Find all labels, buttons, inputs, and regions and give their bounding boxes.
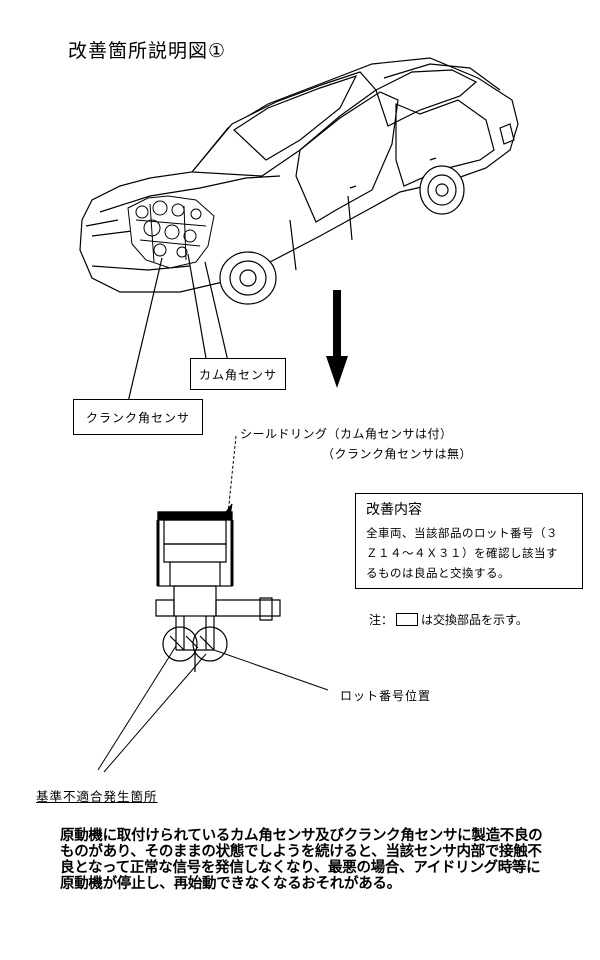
improvement-line: るものは良品と交換する。 <box>366 566 510 580</box>
improvement-line: 全車両、当該部品のロット番号（３ <box>366 526 558 540</box>
note-suffix: は交換部品を示す。 <box>421 613 528 627</box>
down-arrow-icon <box>326 290 348 388</box>
seal-ring-label: シールドリング（カム角センサは付） <box>240 427 453 441</box>
car-illustration <box>79 57 519 305</box>
page-title: 改善箇所説明図① <box>68 40 227 62</box>
sensor-leader-lines <box>127 253 231 403</box>
improvement-heading: 改善内容 <box>366 502 422 518</box>
defect-location-label: 基準不適合発生箇所 <box>36 789 158 804</box>
description-text: 原動機に取付けられているカム角センサ及びクランク角センサに製造不良のものがあり、… <box>60 828 543 892</box>
legend-note: 注： は交換部品を示す。 <box>369 611 528 628</box>
cam-sensor-label: カム角センサ <box>190 358 286 390</box>
seal-ring-note: （クランク角センサは無） <box>322 447 473 461</box>
replacement-part-legend-box <box>396 613 419 626</box>
improvement-line: Ｚ１４～４Ｘ３１）を確認し該当す <box>366 546 558 560</box>
crank-sensor-label: クランク角センサ <box>73 399 203 435</box>
engine-detail <box>127 195 215 269</box>
improvement-box: 改善内容 全車両、当該部品のロット番号（３ Ｚ１４～４Ｘ３１）を確認し該当す る… <box>355 493 583 589</box>
note-prefix: 注： <box>369 613 394 627</box>
lot-position-label: ロット番号位置 <box>340 689 432 703</box>
sensor-cross-section <box>155 511 281 672</box>
improvement-body: 全車両、当該部品のロット番号（３ Ｚ１４～４Ｘ３１）を確認し該当す るものは良品… <box>366 523 572 583</box>
lower-leader-lines <box>97 435 329 773</box>
